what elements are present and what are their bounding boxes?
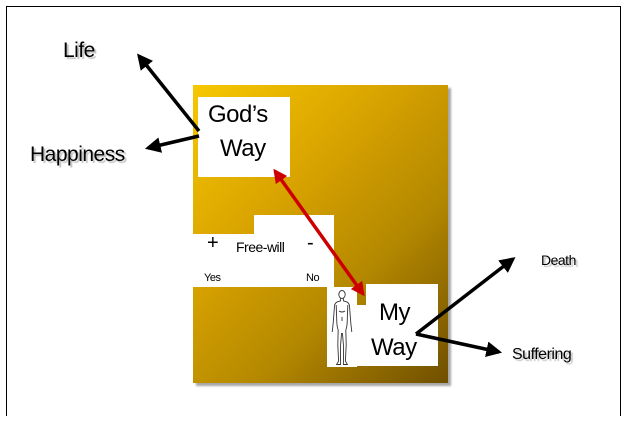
slide-frame <box>6 6 621 416</box>
free-will-yes: Yes <box>204 272 221 284</box>
free-will-label: Free-will <box>236 239 285 255</box>
arrow-to-happiness <box>144 134 200 153</box>
death-label: Death <box>541 252 576 268</box>
arrow-to-life <box>137 53 201 133</box>
red-double-arrow <box>273 168 365 297</box>
my-way-panel-left <box>357 305 369 366</box>
suffering-label: Suffering <box>512 346 572 363</box>
gods-way-line2: Way <box>220 135 266 162</box>
gods-way-line1: God’s <box>208 101 268 128</box>
arrow-to-suffering <box>415 332 503 358</box>
free-will-plus: + <box>207 232 219 254</box>
human-figure-panel <box>327 287 357 367</box>
gods-way-panel <box>198 97 290 177</box>
my-way-line2: Way <box>371 334 417 361</box>
my-way-line1: My <box>379 299 411 326</box>
life-label: Life <box>63 39 95 62</box>
happiness-label: Happiness <box>30 143 125 166</box>
arrow-to-death <box>414 257 516 336</box>
